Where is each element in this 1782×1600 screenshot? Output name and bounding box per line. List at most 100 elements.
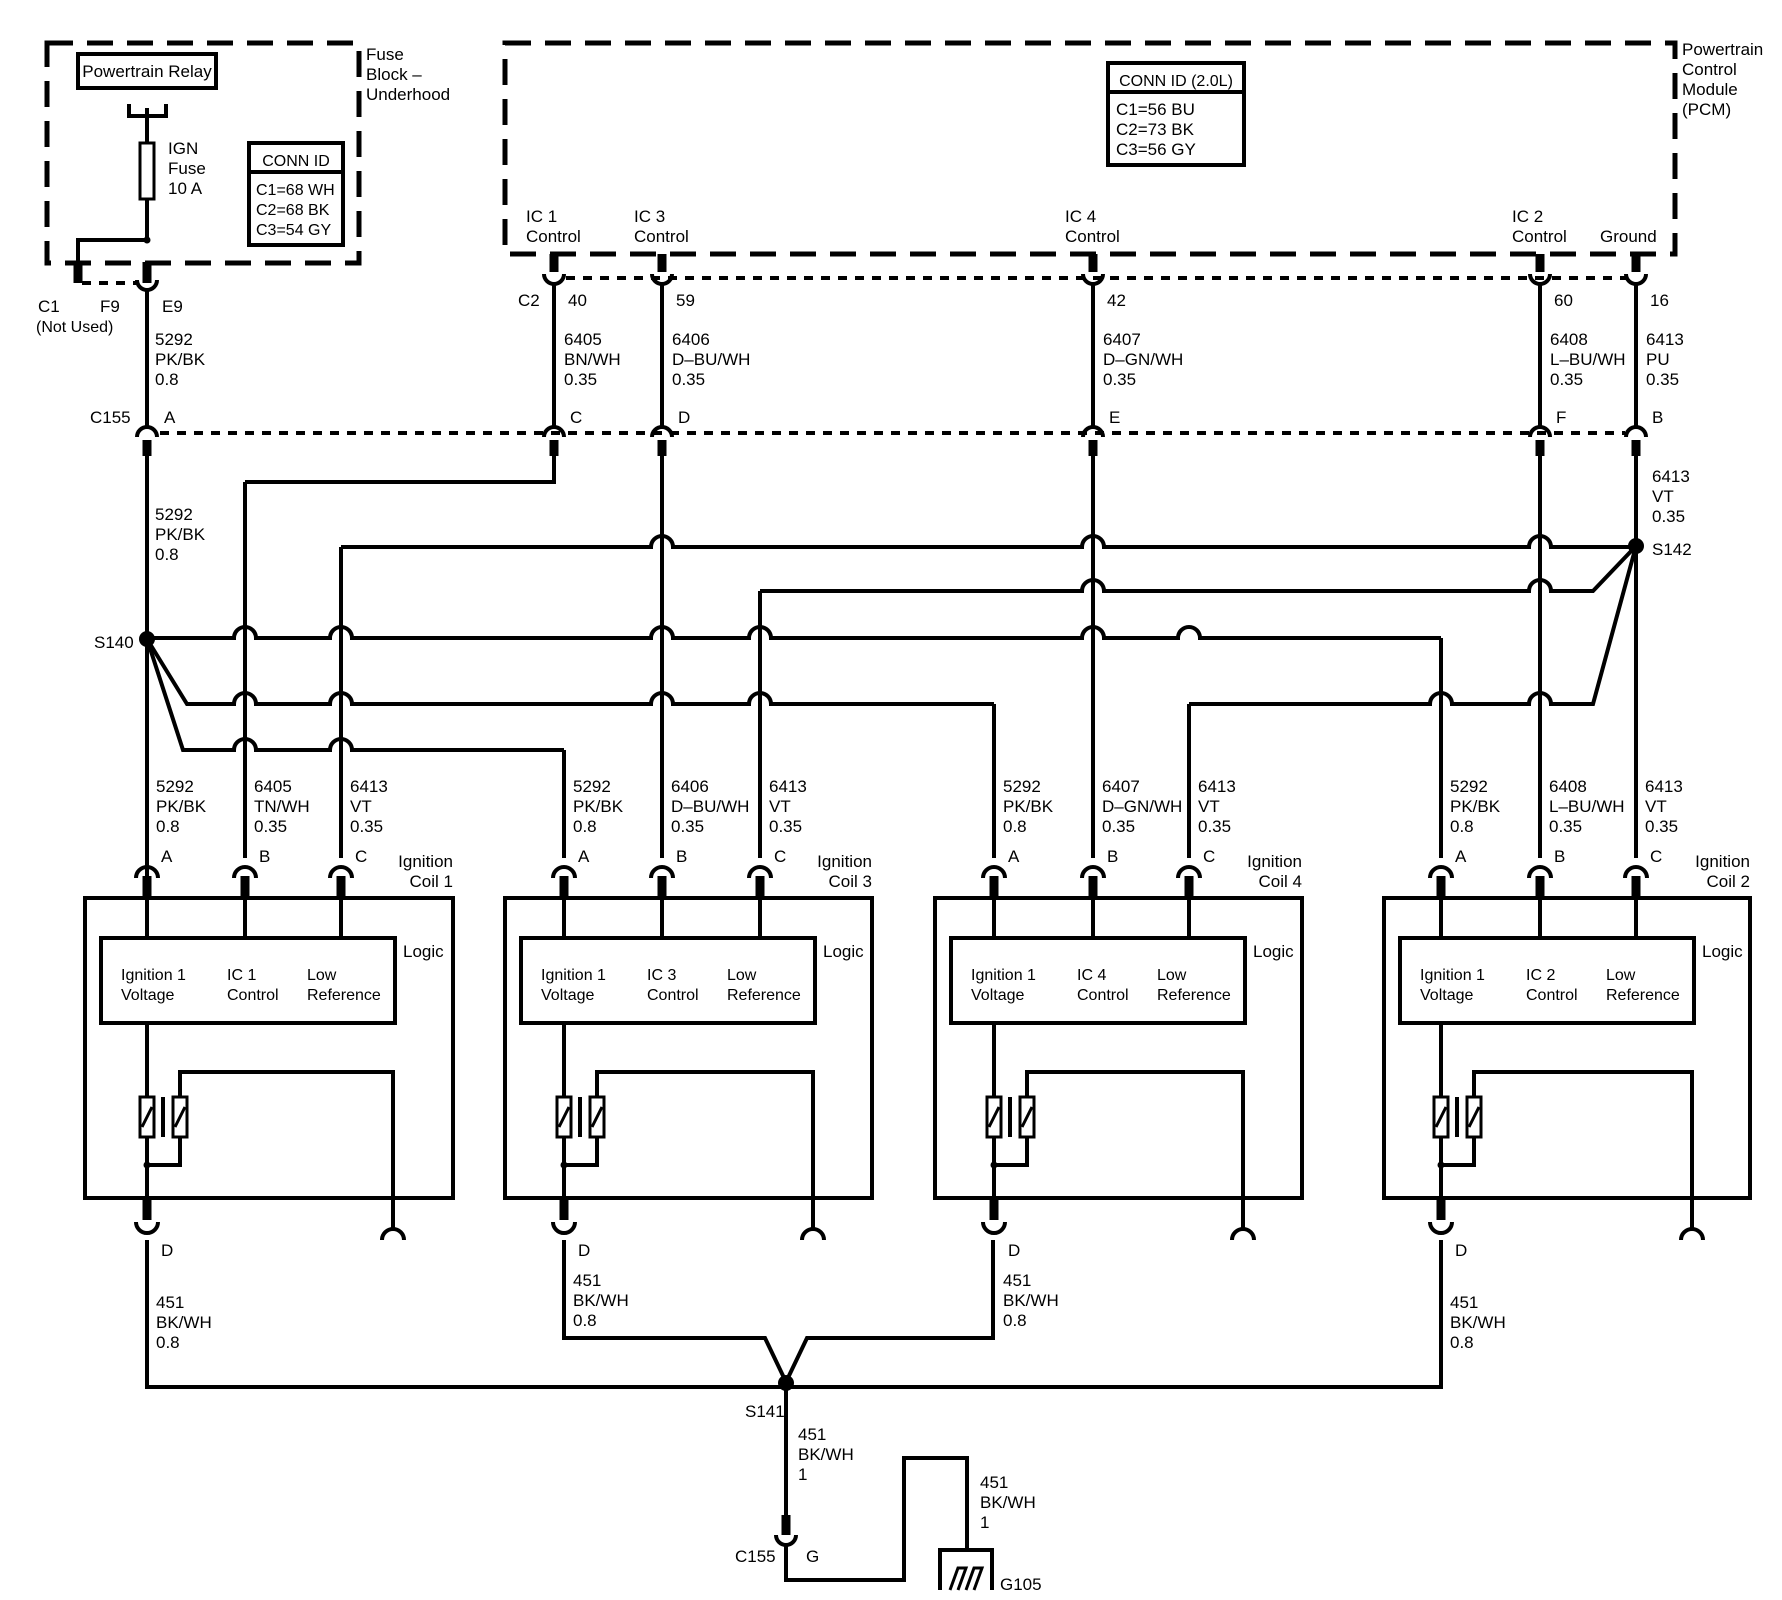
coil-logic-label: Logic [1702, 942, 1743, 961]
secondary-output-wire [178, 1070, 395, 1228]
fuse-block-outline [44, 40, 362, 266]
coil-connector-icon [134, 865, 160, 879]
coil-connector-icon [981, 865, 1007, 879]
coil-logic-module [949, 936, 1247, 1025]
f9-label: F9 [100, 297, 120, 316]
coil-connector-icon [1527, 865, 1553, 879]
coil-cavity-label: A [1455, 847, 1467, 866]
c155-cavity-label: D [678, 408, 690, 427]
junction-dot [990, 1161, 998, 1169]
winding-common-wire [994, 1137, 1029, 1167]
coil-connector-icon [328, 865, 354, 879]
ground-lead-wire [784, 1456, 969, 1582]
ignition-feed-branch-coil3 [145, 638, 564, 752]
winding-slash [140, 1106, 154, 1128]
coil-logic-module [99, 936, 397, 1025]
pcm-pin-number: 40 [568, 291, 587, 310]
coil-cavity-label: C [355, 847, 367, 866]
pcm-pin-connector-icon [1624, 273, 1648, 286]
winding-common-wire [147, 1137, 182, 1167]
coil-housing [503, 896, 874, 1200]
pcm-conn-id-title: CONN ID (2.0L) [1119, 73, 1233, 90]
coil-ground-connector-icon [1428, 1221, 1454, 1235]
c155-cavity-a: A [164, 408, 176, 427]
coil-logic-label: Logic [403, 942, 444, 961]
c155-cavity-label: C [570, 408, 582, 427]
fuse-conn-id-box [247, 141, 345, 247]
coil-connector-icon [1176, 865, 1202, 879]
c155-label: C155 [90, 408, 131, 427]
winding-slash [173, 1106, 187, 1128]
coil-logic-module [519, 936, 817, 1025]
coil-ground-connector-icon [981, 1221, 1007, 1235]
junction-dot [1437, 1161, 1445, 1169]
low-ref-bus-coil1 [341, 534, 1636, 549]
ground-point-g105: G105 [1000, 1575, 1042, 1594]
ic1-control-route [245, 456, 556, 484]
winding-common-wire [564, 1137, 599, 1167]
splice-s142 [1628, 538, 1644, 554]
coil-cavity-label: B [1107, 847, 1118, 866]
coil-connector-icon [1623, 865, 1649, 879]
coil-logic-module [1398, 936, 1696, 1025]
ground-bus-outer [145, 1240, 1443, 1389]
fuse-conn-id-title: CONN ID [262, 153, 330, 170]
junction-dot [560, 1161, 568, 1169]
secondary-output-wire [1472, 1070, 1694, 1228]
c1-not-used-note: (Not Used) [36, 319, 113, 336]
coil-ground-cavity: D [578, 1241, 590, 1260]
ground-symbol-icon [938, 1548, 994, 1590]
coil-cavity-label: C [1650, 847, 1662, 866]
coil-connector-icon [747, 865, 773, 879]
c155-cavity-label: F [1556, 408, 1566, 427]
junction-dot [143, 236, 151, 244]
coil-cavity-label: B [676, 847, 687, 866]
splice-s142-label: S142 [1652, 540, 1692, 559]
splice-s140 [139, 631, 155, 647]
spark-plug-connector-icon [800, 1227, 826, 1241]
winding-slash [557, 1106, 571, 1128]
coil-logic-label: Logic [1253, 942, 1294, 961]
c155-g-cavity: G [806, 1547, 819, 1566]
pcm-pin-number: 42 [1107, 291, 1126, 310]
splice-s141-label: S141 [745, 1402, 785, 1421]
coil-connector-icon [232, 865, 258, 879]
coil-connector-icon [1428, 865, 1454, 879]
harness-routing [145, 456, 1638, 858]
coil-cavity-label: A [161, 847, 173, 866]
c155-connector-icon [542, 425, 566, 438]
